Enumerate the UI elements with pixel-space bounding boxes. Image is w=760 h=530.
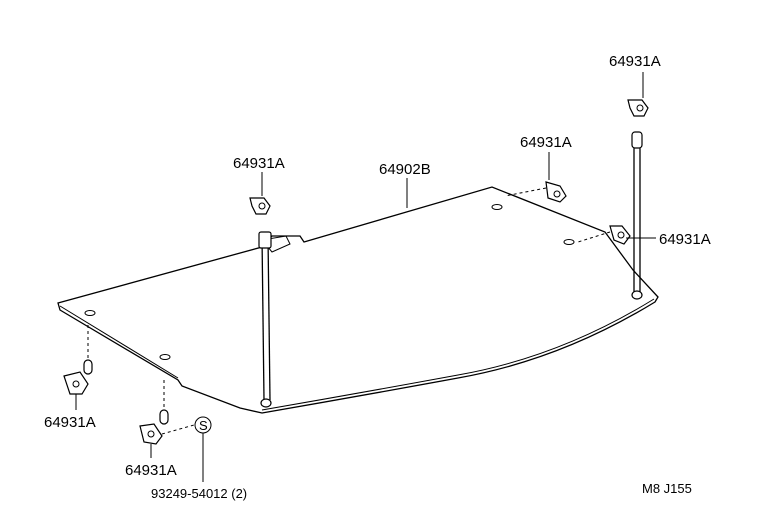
board-hole — [84, 310, 96, 316]
board-hole — [563, 239, 575, 245]
label-clip-bottom: 64931A — [125, 462, 177, 479]
clip-top-right — [627, 72, 649, 117]
board-hole — [491, 204, 503, 210]
clip-bottom — [139, 380, 195, 458]
label-screw: 93249-54012 (2) — [151, 486, 247, 501]
diagram-code: M8 J155 — [642, 481, 692, 496]
label-clip-center: 64931A — [233, 155, 285, 172]
label-clip-bottom-left: 64931A — [44, 414, 96, 431]
clip-mid-right-top — [504, 152, 567, 203]
label-clip-right: 64931A — [659, 231, 711, 248]
support-rod-right — [631, 131, 643, 300]
label-clip-mid-right-top: 64931A — [520, 134, 572, 151]
clip-right — [577, 225, 656, 245]
board-hole — [159, 354, 171, 360]
clip-center — [249, 172, 271, 215]
screw-mark: S — [199, 418, 208, 433]
board-edge-front — [261, 298, 655, 411]
board-edge — [59, 305, 179, 379]
support-rod-left — [258, 231, 272, 408]
clip-bottom-left — [63, 325, 93, 410]
label-clip-top-right: 64931A — [609, 53, 661, 70]
label-board: 64902B — [379, 161, 431, 178]
screw-symbol: S — [194, 416, 212, 482]
board-panel — [57, 186, 659, 414]
